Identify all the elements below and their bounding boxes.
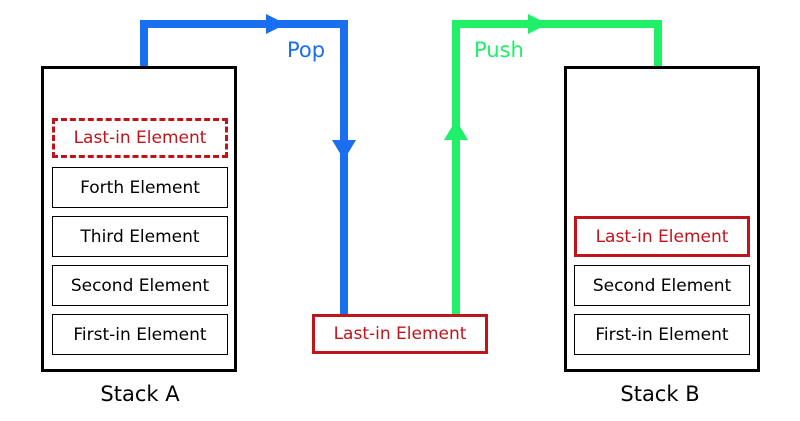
push-label: Push bbox=[474, 38, 524, 62]
stack-a-element-first-in: First-in Element bbox=[52, 314, 228, 355]
pop-label: Pop bbox=[287, 38, 326, 62]
stack-b-label: Stack B bbox=[620, 382, 700, 406]
stack-a-element-second: Second Element bbox=[52, 265, 228, 306]
stack-b-element-first-in: First-in Element bbox=[574, 314, 750, 355]
stack-a-label: Stack A bbox=[100, 382, 180, 406]
stack-a-element-last-in: Last-in Element bbox=[52, 118, 228, 158]
push-arrowhead-right bbox=[528, 14, 548, 34]
transferred-element: Last-in Element bbox=[312, 314, 488, 354]
stack-a-element-third: Third Element bbox=[52, 216, 228, 257]
stack-b-element-second: Second Element bbox=[574, 265, 750, 306]
push-arrowhead-up bbox=[444, 120, 468, 140]
stack-b-element-last-in: Last-in Element bbox=[574, 216, 750, 257]
pop-arrowhead-down bbox=[332, 140, 356, 160]
pop-arrowhead-right bbox=[266, 14, 286, 34]
stack-a-element-fourth: Forth Element bbox=[52, 167, 228, 208]
